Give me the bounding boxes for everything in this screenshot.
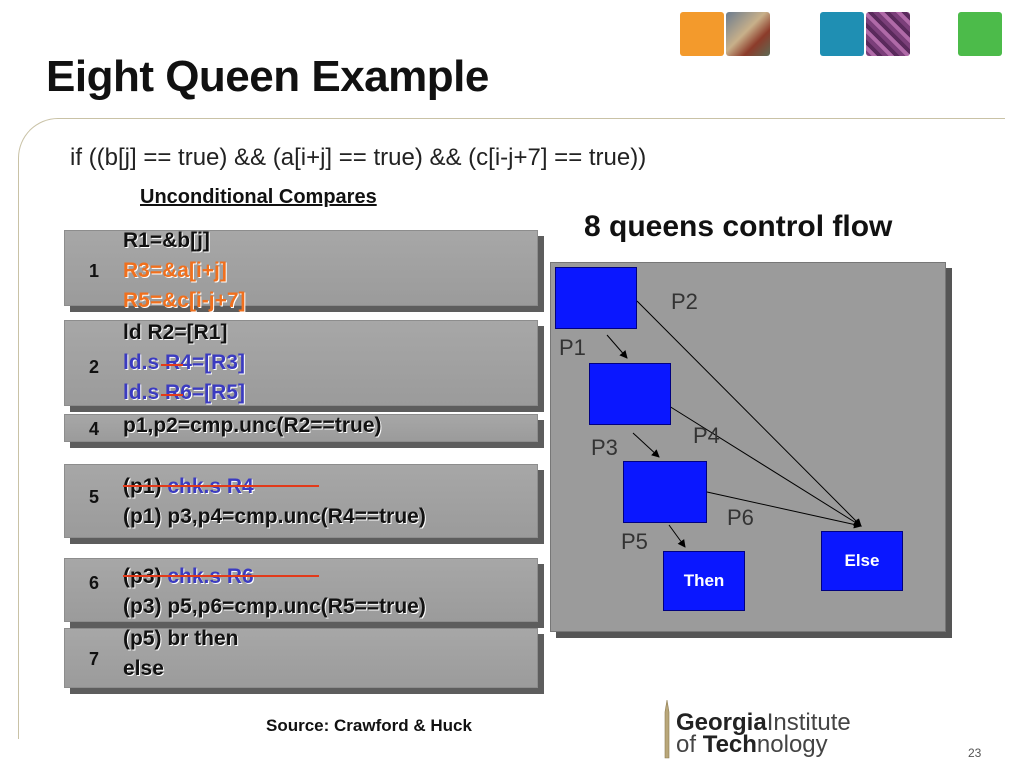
logo-word-of: of xyxy=(676,731,703,758)
strike-mark xyxy=(123,485,319,487)
edge-label-p4: P4 xyxy=(693,423,720,448)
code-token: R6=[R5] xyxy=(159,381,245,404)
condition-text: if ((b[j] == true) && (a[i+j] == true) &… xyxy=(70,144,647,171)
row-number: 6 xyxy=(88,573,99,593)
header-square-photo-chip xyxy=(866,12,910,56)
source-citation: Source: Crawford & Huck xyxy=(266,716,472,735)
strike-mark xyxy=(123,575,319,577)
code-line: (p3) p5,p6=cmp.unc(R5==true) xyxy=(123,595,426,618)
edge-p2 xyxy=(636,300,862,527)
code-line: ld R2=[R1] xyxy=(123,321,228,344)
code-block-4: 4 p1,p2=cmp.unc(R2==true) xyxy=(64,414,538,442)
edge-label-p6: P6 xyxy=(727,505,754,530)
flow-node-2 xyxy=(589,363,671,425)
row-number: 2 xyxy=(88,357,99,377)
code-line: else xyxy=(123,657,164,680)
code-block-5: 5 (p1) chk.s R4 (p1) p3,p4=cmp.unc(R4==t… xyxy=(64,464,538,538)
header-square-photo-campus xyxy=(726,12,770,56)
row-number: 7 xyxy=(88,649,99,669)
edge-p1 xyxy=(606,334,628,359)
header-square-green xyxy=(958,12,1002,56)
flow-node-then: Then xyxy=(663,551,745,611)
header-square-orange xyxy=(680,12,724,56)
flow-node-3 xyxy=(623,461,707,523)
code-line: (p1) p3,p4=cmp.unc(R4==true) xyxy=(123,505,426,528)
edge-p5 xyxy=(668,524,686,548)
code-token: R4=[R3] xyxy=(159,351,245,374)
code-block-2: 2 ld R2=[R1] ld.s R4=[R3] ld.s R6=[R5] xyxy=(64,320,538,406)
code-line: R3=&a[i+j] xyxy=(123,259,227,282)
logo-word-georgia: Georgia xyxy=(676,709,767,736)
flow-node-1 xyxy=(555,267,637,329)
logo-word-tech: Tech xyxy=(702,731,757,758)
code-line: ld.s R4=[R3] xyxy=(123,351,245,375)
code-line: p1,p2=cmp.unc(R2==true) xyxy=(123,414,382,437)
row-number: 1 xyxy=(88,261,99,281)
control-flow-arrows xyxy=(606,300,862,548)
code-line: (p1) chk.s R4 xyxy=(123,475,254,499)
control-flow-title: 8 queens control flow xyxy=(584,210,893,243)
row-number: 5 xyxy=(88,487,99,507)
logo-line-2: of Technology xyxy=(676,731,851,758)
control-flow-panel: Then Else P1 P2 P3 P4 P5 P6 xyxy=(550,262,946,632)
code-token: ld.s xyxy=(123,351,160,374)
code-line: R5=&c[i-j+7] xyxy=(123,289,246,312)
unconditional-compares-heading: Unconditional Compares xyxy=(140,186,377,208)
code-line: (p3) chk.s R6 xyxy=(123,565,254,589)
logo-line-1: GeorgiaInstitute xyxy=(676,709,851,736)
code-block-1: 1 R1=&b[j] R3=&a[i+j] R5=&c[i-j+7] xyxy=(64,229,538,312)
page-title: Eight Queen Example xyxy=(46,52,489,101)
logo-word-nology: nology xyxy=(756,731,828,758)
edge-p3 xyxy=(632,432,660,458)
row-number: 4 xyxy=(88,419,99,439)
edge-label-p3: P3 xyxy=(591,435,618,460)
edge-label-p2: P2 xyxy=(671,289,698,314)
strike-mark xyxy=(161,394,183,396)
content-frame xyxy=(18,118,1005,739)
code-line: R1=&b[j] xyxy=(123,229,210,252)
logo-word-institute: Institute xyxy=(766,709,851,736)
edge-p6 xyxy=(706,491,862,529)
code-block-6: 6 (p3) chk.s R6 (p3) p5,p6=cmp.unc(R5==t… xyxy=(64,558,538,622)
edge-label-p5: P5 xyxy=(621,529,648,554)
flow-node-else: Else xyxy=(821,531,903,591)
code-line: ld.s R6=[R5] xyxy=(123,381,245,405)
georgia-tech-tower-icon xyxy=(664,700,670,759)
edge-p4 xyxy=(668,405,862,527)
georgia-tech-logo: GeorgiaInstitute of Technology xyxy=(676,709,851,758)
code-block-7: 7 (p5) br then else xyxy=(64,627,538,688)
header-square-teal xyxy=(820,12,864,56)
edge-label-p1: P1 xyxy=(559,335,586,360)
code-token: ld.s xyxy=(123,381,160,404)
strike-mark xyxy=(161,364,183,366)
page-number: 23 xyxy=(968,746,982,760)
code-line: (p5) br then xyxy=(123,627,239,650)
